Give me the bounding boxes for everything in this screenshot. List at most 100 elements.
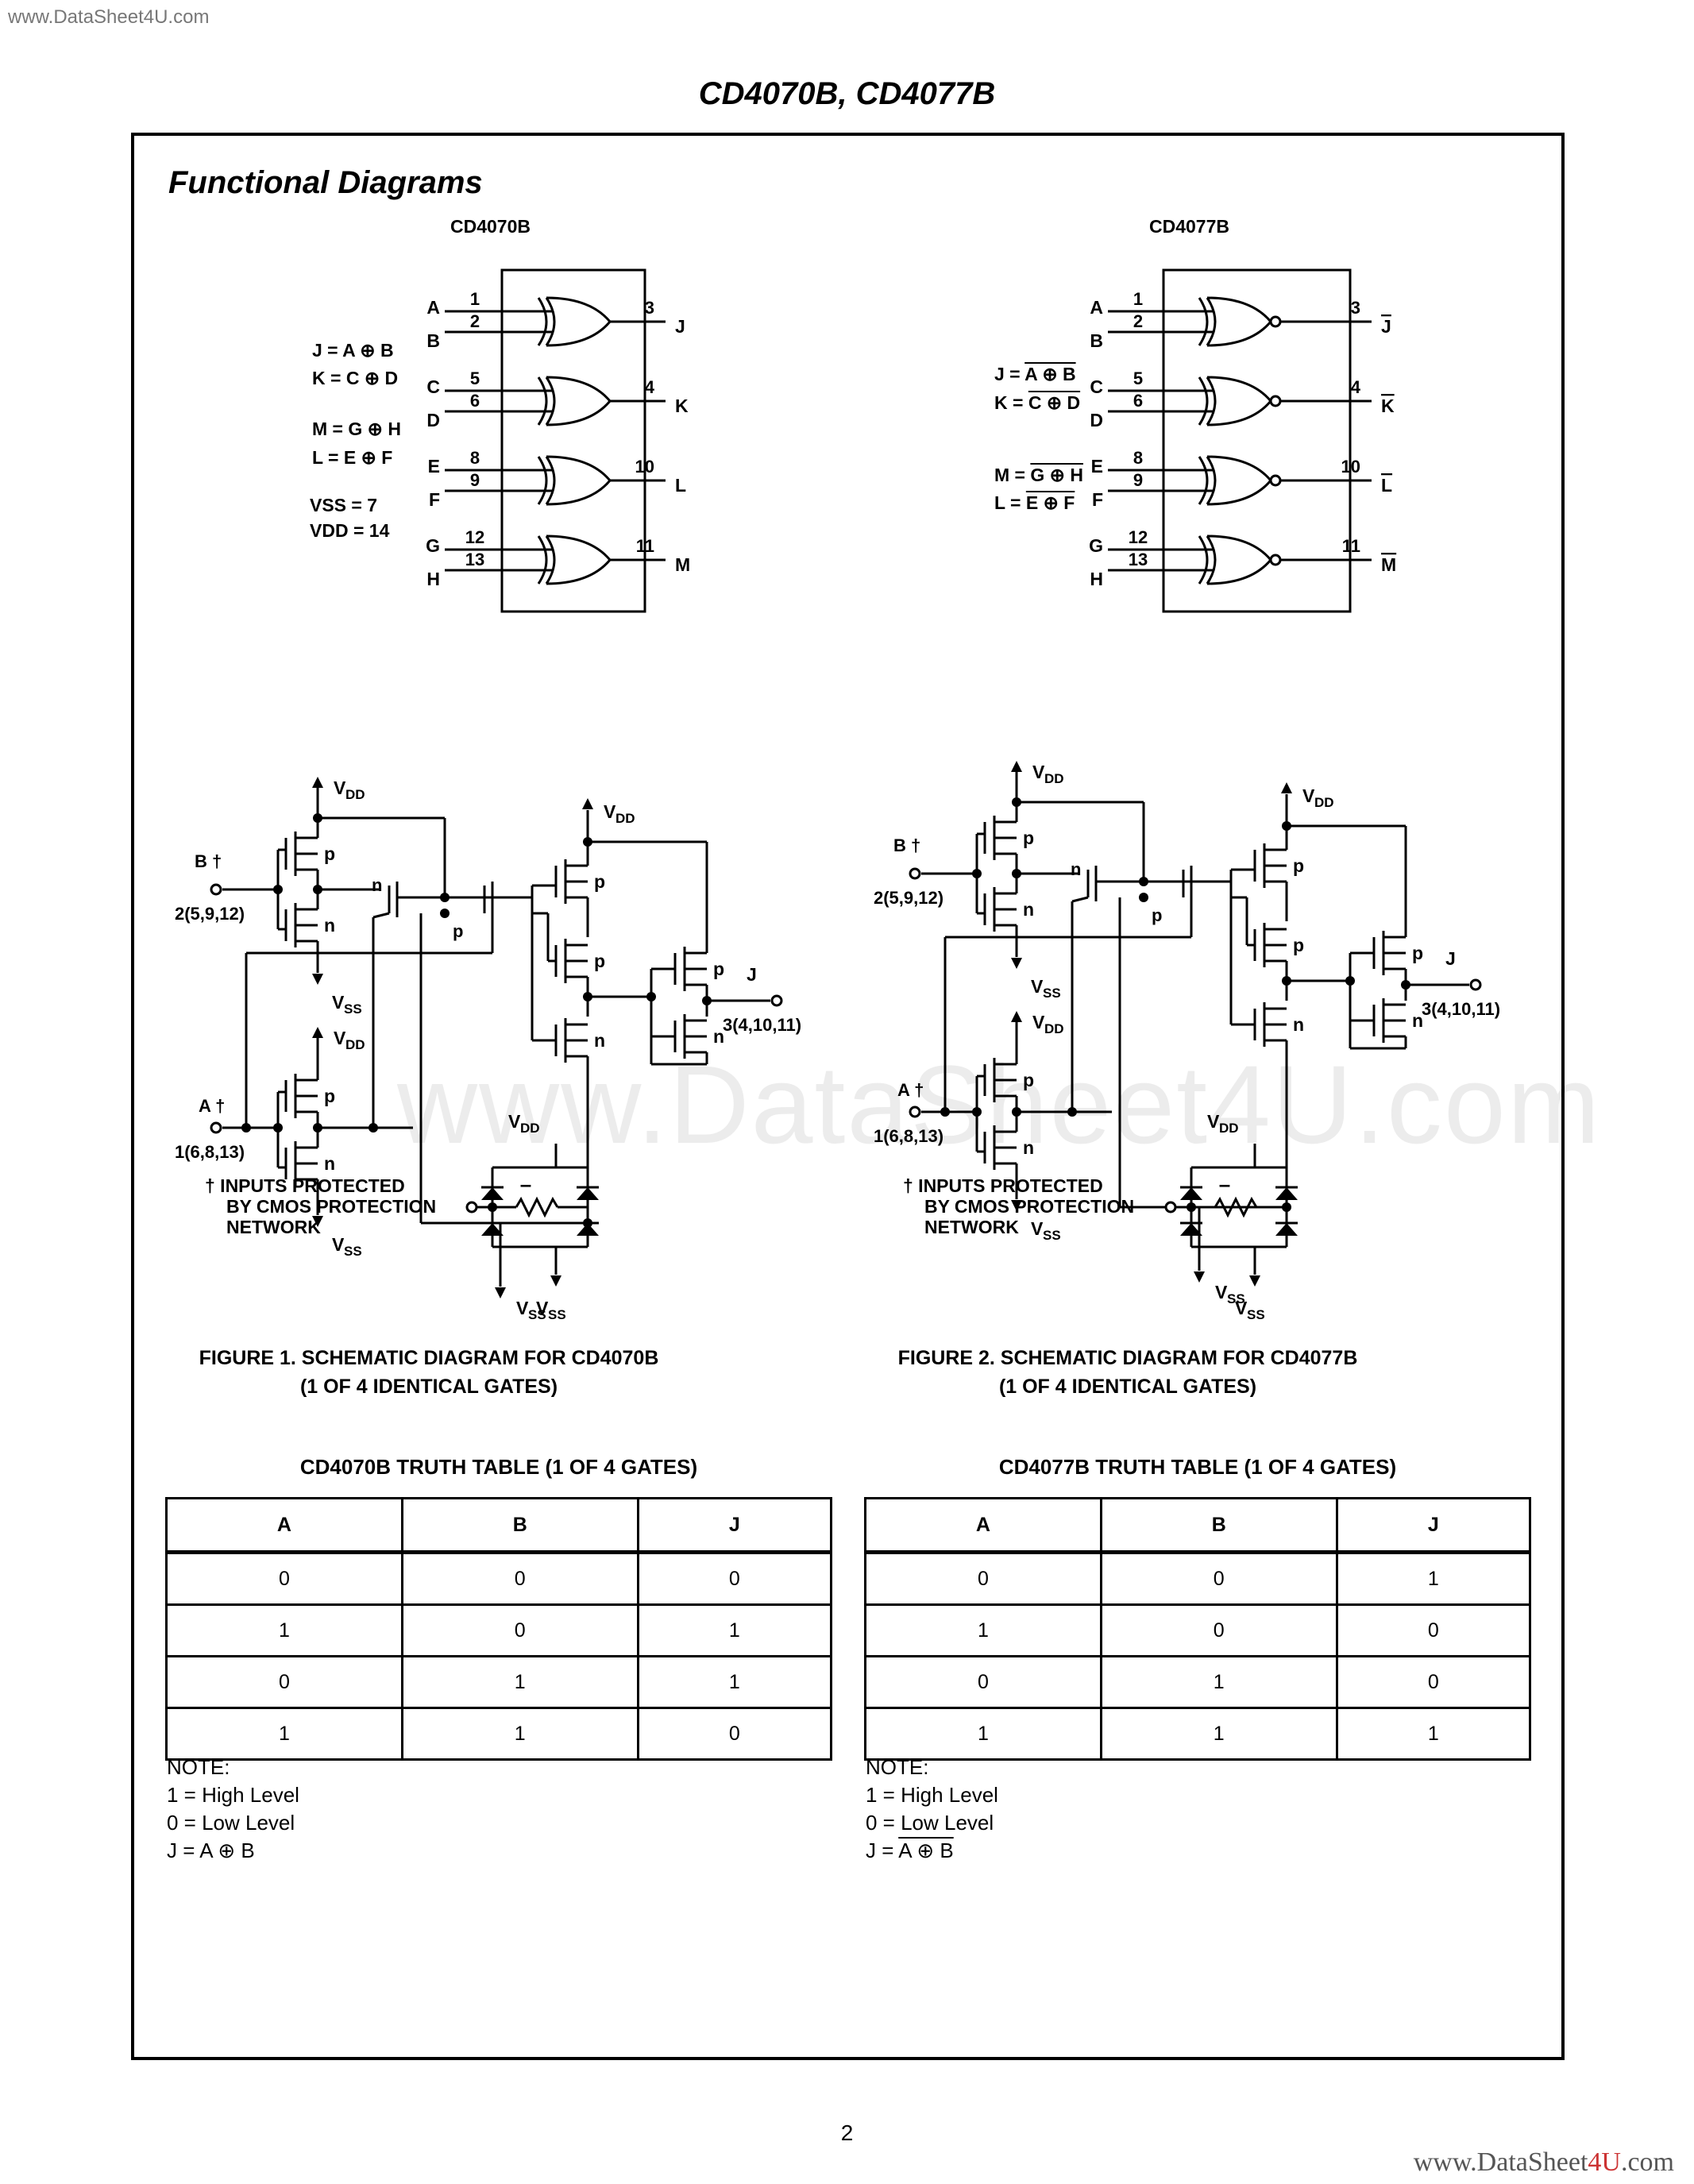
note-line: 1 = High Level (167, 1783, 299, 1807)
invert-bubble (1269, 554, 1282, 566)
input-name: G (426, 535, 440, 556)
pin-number: 11 (1342, 536, 1360, 556)
protect-pin (465, 1201, 478, 1214)
xor-body (546, 455, 612, 506)
input-a-pins: 1(6,8,13) (175, 1142, 245, 1162)
input-name: E (1091, 456, 1103, 477)
cell: 0 (165, 1655, 403, 1709)
figure-2-caption: FIGURE 2. SCHEMATIC DIAGRAM FOR CD4077B … (862, 1344, 1394, 1401)
vdd-pin: VDD = 14 (310, 520, 390, 541)
xor-input-arc (537, 456, 548, 505)
chip-body (1162, 268, 1352, 613)
resistor (1214, 1196, 1258, 1218)
pin-number: 6 (470, 391, 480, 411)
cell: 0 (864, 1551, 1102, 1606)
xor-body-back (545, 535, 556, 585)
input-name: E (428, 456, 440, 477)
document-title: CD4070B, CD4077B (698, 76, 996, 111)
page-number: 2 (840, 2120, 854, 2145)
supply-subscript: DD (1044, 771, 1064, 786)
pin-number: 13 (1129, 550, 1148, 569)
pmos-label: p (1152, 905, 1162, 925)
diode (577, 1223, 599, 1236)
col-header: J (636, 1497, 833, 1554)
supply-subscript: SS (344, 1001, 362, 1017)
input-name: D (426, 410, 440, 430)
pmos-label: p (1293, 855, 1304, 876)
nmos-label: n (324, 1153, 335, 1174)
xor-body-back (1206, 297, 1217, 346)
output-label: J (1445, 948, 1456, 969)
input-b-pins: 2(5,9,12) (874, 888, 943, 908)
junction-dot (1139, 893, 1148, 902)
output-name: L (1381, 475, 1392, 496)
eq-l-bar: L = E ⊕ F (994, 492, 1075, 514)
cell: 0 (400, 1603, 639, 1657)
supply-label: V (332, 992, 345, 1013)
supply-subscript: SS (1043, 1228, 1061, 1243)
nmos-label: n (1023, 1137, 1034, 1158)
output-name: L (675, 475, 686, 496)
supply-label: V (334, 1028, 346, 1048)
col-header: B (400, 1497, 639, 1554)
junction-dot (488, 1202, 497, 1212)
pin-number: 4 (1351, 377, 1361, 397)
arrow-up (1011, 1011, 1022, 1022)
note-line: J = A ⊕ B (167, 1839, 255, 1862)
pmos-label: p (324, 843, 335, 864)
arrow-up (582, 798, 593, 809)
minus-sign: – (520, 1172, 531, 1196)
diode (1180, 1187, 1202, 1200)
pin-number: 1 (470, 289, 480, 309)
cell: 0 (400, 1551, 639, 1606)
note-title: NOTE: (167, 1755, 230, 1779)
input-a-label: A † (897, 1080, 924, 1100)
input-name: G (1089, 535, 1103, 556)
supply-label: V (1207, 1111, 1220, 1132)
eq-j: J = A ⊕ B (312, 340, 394, 361)
arrow-up (312, 1027, 323, 1038)
truth-table-title-left: CD4070B TRUTH TABLE (1 OF 4 GATES) (299, 1455, 698, 1479)
protect-note-line: BY CMOS PROTECTION (924, 1196, 1135, 1217)
caption-line: (1 OF 4 IDENTICAL GATES) (998, 1376, 1257, 1398)
diode (481, 1223, 504, 1236)
pmos-label: p (1293, 935, 1304, 955)
center-watermark: www.DataSheet4U.com (397, 1042, 1602, 1167)
input-pin (1469, 978, 1482, 991)
invert-bubble (1269, 395, 1282, 407)
invert-bubble (1269, 315, 1282, 328)
caption-line: FIGURE 1. SCHEMATIC DIAGRAM FOR CD4070B (199, 1347, 659, 1369)
supply-subscript: SS (1227, 1291, 1245, 1306)
arrow-down (312, 974, 323, 985)
cell: 1 (1335, 1707, 1532, 1761)
output-name: M (1381, 554, 1396, 575)
supply-label: V (1215, 1282, 1228, 1302)
output-name: J (675, 316, 685, 337)
xor-input-arc (537, 535, 548, 585)
xor-body (1206, 455, 1272, 506)
invert-bubble (1269, 474, 1282, 487)
pin-number: 9 (1133, 470, 1143, 490)
diode (1275, 1187, 1298, 1200)
junction-dot (972, 869, 982, 878)
cell: 1 (400, 1655, 639, 1709)
cell: 1 (1099, 1655, 1338, 1709)
content-frame (131, 133, 1565, 2060)
pin-number: 8 (1133, 448, 1143, 468)
watermark-bottom: www.DataSheet4U.com (1414, 2147, 1674, 2178)
pin-number: 10 (1341, 457, 1360, 477)
eq-lhs: M = (994, 465, 1025, 485)
arrow-down (1011, 958, 1022, 969)
supply-label: V (1032, 762, 1045, 782)
protect-pin (1164, 1201, 1177, 1214)
table-header-row: A B J (165, 1497, 833, 1554)
supply-subscript: DD (1314, 795, 1334, 810)
supply-subscript: DD (1044, 1021, 1064, 1036)
xor-input-arc (1198, 376, 1209, 426)
output-pins: 3(4,10,11) (1422, 999, 1500, 1019)
